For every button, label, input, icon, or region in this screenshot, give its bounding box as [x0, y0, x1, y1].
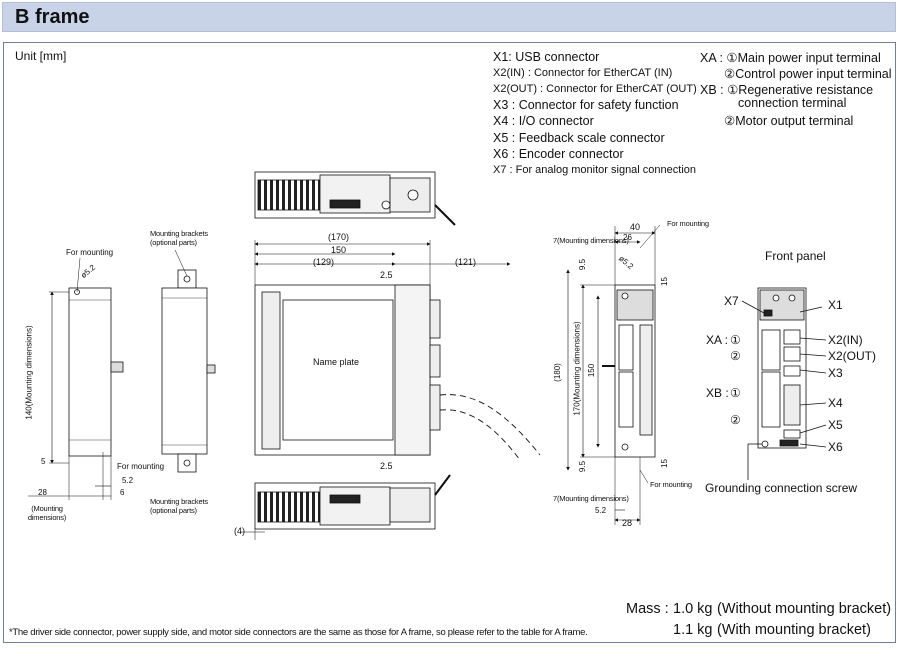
name-plate-label: Name plate — [313, 357, 360, 367]
legend-x4: X4 : I/O connector — [493, 114, 594, 128]
bracket-view — [161, 249, 216, 473]
front-dim-40: 40 — [630, 222, 641, 232]
main-dim-150: 150 — [331, 245, 347, 255]
legend-xa-1: XA : ①Main power input terminal — [700, 51, 881, 65]
front-dim-view — [566, 224, 661, 525]
main-dim-170: (170) — [328, 232, 350, 242]
front-dim-15-top: 15 — [659, 277, 669, 286]
legend-xb-2: ②Motor output terminal — [724, 114, 854, 128]
front-dim-170: 170(Mounting dimensions) — [572, 321, 582, 416]
mass-value-2: 1.1 kg — [673, 622, 713, 638]
front-dim-15-bottom: 15 — [659, 459, 669, 468]
label-x1: X1 — [828, 298, 843, 312]
drawing-frame — [3, 42, 896, 643]
label-xa: XA : — [706, 333, 729, 347]
main-dim-4: (4) — [234, 526, 245, 536]
legend-x6: X6 : Encoder connector — [493, 147, 624, 161]
front-panel-title: Front panel — [765, 249, 826, 263]
legend-x5: X5 : Feedback scale connector — [493, 131, 665, 145]
mass-value-1: 1.0 kg — [673, 601, 713, 617]
main-dim-129: (129) — [313, 257, 335, 267]
front-for-mounting-top: For mounting — [667, 219, 709, 228]
bottom-view — [240, 474, 451, 540]
page-title: B frame — [15, 6, 90, 28]
front-panel-view — [741, 287, 827, 480]
label-x4: X4 — [828, 396, 843, 410]
legend-xb-1: XB : ①Regenerative resistance — [700, 83, 874, 97]
front-dim-150: 150 — [587, 363, 597, 378]
unit-label: Unit [mm] — [15, 49, 67, 63]
label-x2in: X2(IN) — [828, 333, 863, 347]
front-dim-26: 26 — [623, 233, 632, 242]
front-dim-180: (180) — [552, 363, 562, 382]
legend-x3: X3 : Connector for safety function — [493, 98, 679, 112]
label-x6: X6 — [828, 440, 843, 454]
bracket-bottom-label: Mounting brackets (optional parts) — [150, 497, 208, 515]
side-height-dim: 140(Mounting dimensions) — [24, 325, 34, 420]
title-bar: B frame — [2, 2, 896, 32]
front-for-mounting-bottom: For mounting — [650, 480, 692, 489]
mass-note-1: (Without mounting bracket) — [717, 601, 892, 617]
front-dim-28: 28 — [622, 518, 633, 528]
side-dim-28: 28 — [38, 488, 47, 497]
label-xa2: ② — [730, 349, 741, 363]
legend-x1: X1: USB connector — [493, 50, 600, 64]
mass-note-2: (With mounting bracket) — [717, 622, 871, 638]
side-dim-5: 5 — [41, 457, 46, 466]
side-view — [28, 257, 124, 500]
top-view — [254, 171, 456, 226]
main-dim-2-5-bottom: 2.5 — [380, 461, 393, 471]
main-view — [254, 240, 541, 461]
label-xb1: ① — [730, 386, 741, 400]
side-mounting-dims-note: (Mounting dimensions) — [27, 504, 67, 522]
legend-x2out: X2(OUT) : Connector for EtherCAT (OUT) — [493, 83, 697, 95]
label-x7: X7 — [724, 294, 739, 308]
side-dim-5-2: 5.2 — [122, 476, 134, 485]
front-dim-9-5-top: 9.5 — [578, 258, 588, 271]
grounding-label: Grounding connection screw — [705, 481, 858, 495]
label-xb2: ② — [730, 413, 741, 427]
footnote: *The driver side connector, power supply… — [9, 627, 588, 638]
legend-x2in: X2(IN) : Connector for EtherCAT (IN) — [493, 67, 673, 79]
label-xb: XB : — [706, 386, 729, 400]
bracket-top-label: Mounting brackets (optional parts) — [150, 229, 208, 247]
side-dim-6: 6 — [120, 488, 125, 497]
legend-xb-1b: connection terminal — [738, 96, 847, 110]
side-for-mounting-top: For mounting — [66, 248, 114, 257]
label-xa1: ① — [730, 333, 741, 347]
legend-xa-2: ②Control power input terminal — [724, 67, 892, 81]
label-x3: X3 — [828, 366, 843, 380]
main-dim-2-5-top: 2.5 — [380, 270, 393, 280]
front-mounting-dims-bottom: 7(Mounting dimensions) — [553, 494, 629, 503]
label-x2out: X2(OUT) — [828, 349, 876, 363]
front-dim-9-5-bottom: 9.5 — [578, 460, 588, 473]
front-dim-5-2: 5.2 — [595, 506, 607, 515]
side-for-mounting-bottom: For mounting — [117, 462, 165, 471]
legend-x7: X7 : For analog monitor signal connectio… — [493, 164, 697, 176]
mass-label: Mass : — [626, 601, 669, 617]
label-x5: X5 — [828, 418, 843, 432]
main-dim-121: (121) — [455, 257, 477, 267]
front-mounting-dims-top: 7(Mounting dimensions) — [553, 236, 629, 245]
